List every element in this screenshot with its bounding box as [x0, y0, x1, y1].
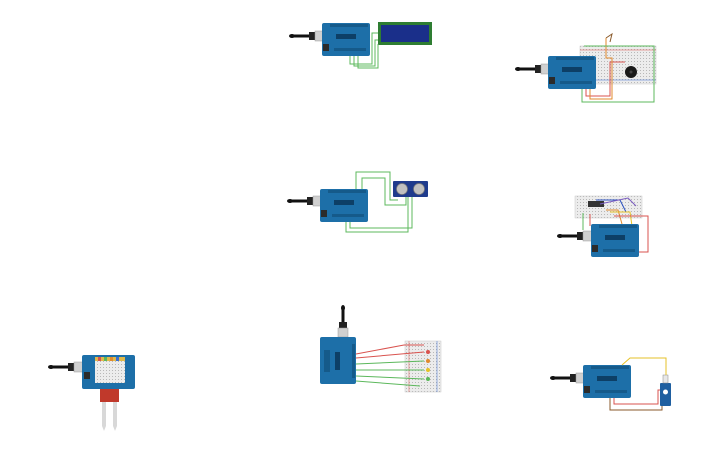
project-piezo-circuit[interactable] [515, 32, 657, 103]
usb-cable [550, 372, 586, 384]
project-servo-circuit[interactable] [550, 357, 671, 411]
soil-moisture-sensor [100, 389, 119, 431]
breadboard [404, 340, 442, 393]
wires [609, 357, 667, 411]
project-ultrasonic-circuit[interactable] [287, 171, 428, 233]
led-icons [426, 350, 430, 381]
usb-cable [337, 305, 349, 338]
lcd-16x2 [378, 22, 432, 45]
servo-motor-icon [660, 374, 671, 406]
wires [581, 32, 655, 103]
arduino-uno-board [591, 224, 639, 257]
arduino-uno-board [548, 56, 596, 89]
arduino-uno-board [320, 189, 368, 222]
usb-cable [515, 63, 551, 75]
breadboard [574, 195, 643, 219]
piezo-buzzer-icon [625, 66, 637, 78]
breadboard-shield [84, 357, 125, 383]
arduino-uno-board [320, 337, 356, 384]
usb-cable [287, 195, 323, 207]
usb-cable [48, 361, 84, 373]
wires [582, 197, 649, 253]
arduino-uno-board [583, 365, 631, 398]
wires-green [345, 171, 413, 233]
project-led-breadboard-circuit[interactable] [320, 305, 442, 393]
usb-cable [557, 230, 593, 242]
project-soil-moisture-circuit[interactable] [48, 355, 135, 431]
wires-green [349, 32, 379, 69]
ultrasonic-sensor [393, 181, 428, 197]
project-ic-breadboard-circuit[interactable] [557, 195, 649, 257]
project-lcd-circuit[interactable] [289, 22, 432, 69]
arduino-uno-board [322, 23, 370, 56]
wires [355, 344, 425, 387]
usb-cable [289, 30, 325, 42]
